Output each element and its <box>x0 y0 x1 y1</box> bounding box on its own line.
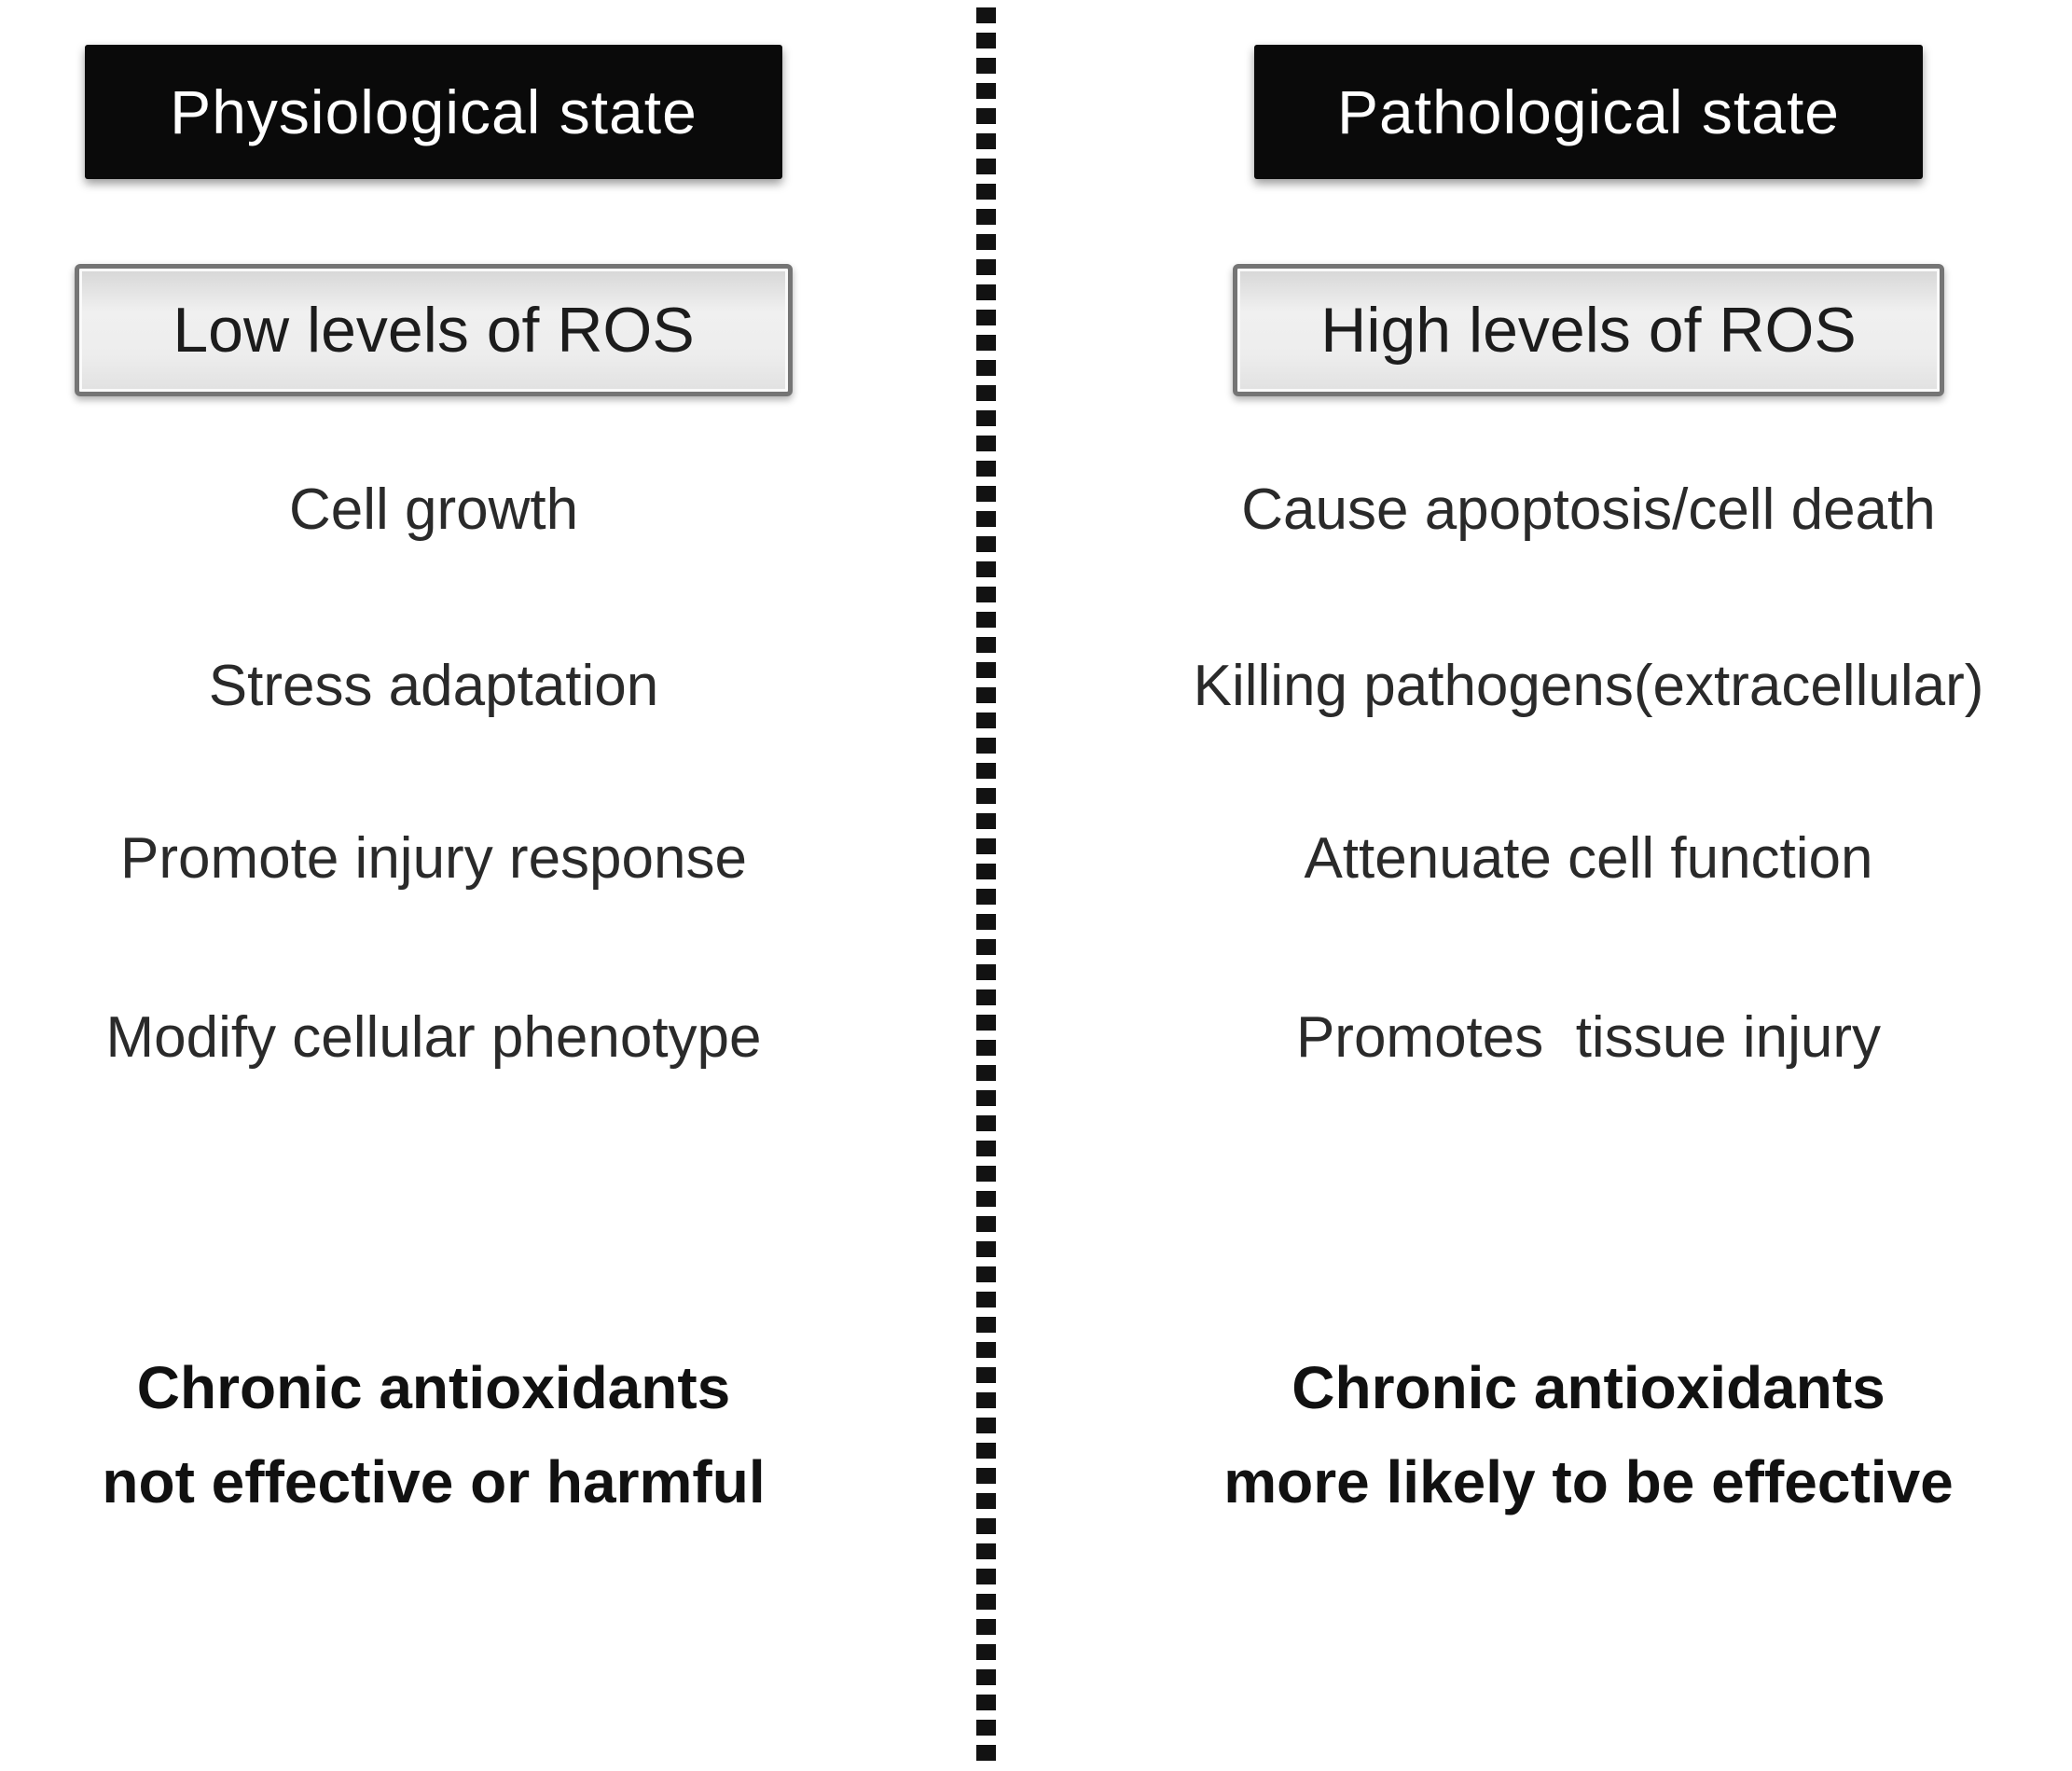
header-pathological-state: Pathological state <box>1254 45 1923 179</box>
dotted-divider-line <box>976 7 996 1765</box>
pathological-column: Pathological state High levels of ROS Ca… <box>1105 0 2072 1771</box>
ros-box-low-levels: Low levels of ROS <box>75 264 793 396</box>
ros-box-high-levels: High levels of ROS <box>1233 264 1944 396</box>
list-item-promotes-tissue-injury: Promotes tissue injury <box>1295 1004 1882 1070</box>
conclusion-line: not effective or harmful <box>102 1448 766 1515</box>
list-item-attenuate-cell-function: Attenuate cell function <box>1304 825 1873 891</box>
list-item-killing-pathogens: Killing pathogens(extracellular) <box>1193 653 1984 718</box>
list-item-stress-adaptation: Stress adaptation <box>208 653 659 718</box>
conclusion-physiological: Chronic antioxidants not effective or ha… <box>0 1341 867 1529</box>
list-item-cause-apoptosis: Cause apoptosis/cell death <box>1241 477 1936 542</box>
list-item-modify-cellular-phenotype: Modify cellular phenotype <box>105 1004 762 1070</box>
conclusion-line: Chronic antioxidants <box>136 1354 731 1421</box>
header-physiological-state: Physiological state <box>85 45 782 179</box>
physiological-column: Physiological state Low levels of ROS Ce… <box>0 0 867 1771</box>
conclusion-pathological: Chronic antioxidants more likely to be e… <box>1105 1341 2072 1529</box>
list-item-cell-growth: Cell growth <box>288 477 579 542</box>
conclusion-line: more likely to be effective <box>1223 1448 1954 1515</box>
conclusion-line: Chronic antioxidants <box>1292 1354 1886 1421</box>
list-item-promote-injury-response: Promote injury response <box>120 825 747 891</box>
